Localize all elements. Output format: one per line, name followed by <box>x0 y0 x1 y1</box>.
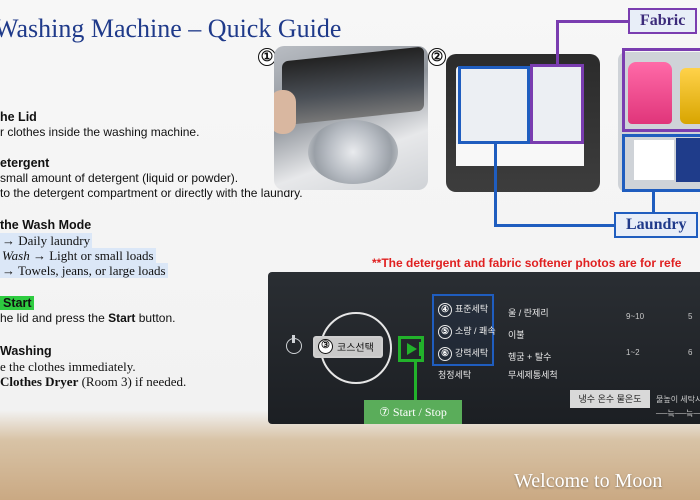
course-number: ③ <box>318 339 333 354</box>
step-start-title: Start <box>0 296 175 311</box>
step-mode-line1: → Daily laundry <box>0 233 93 248</box>
washer-open-lid-photo <box>274 46 428 190</box>
setting-labels: 물높이 세탁시간 헹굼횟수 탈수 <box>656 395 700 404</box>
fabric-softener-label: Fabric <box>628 8 698 34</box>
laundry-connector-horizontal <box>494 224 616 227</box>
step-start-text: he lid and press the Start button. <box>0 311 176 325</box>
blue-box-image <box>676 138 700 182</box>
mode-wool: 울 / 란제리 <box>508 308 549 318</box>
hand-image <box>274 90 296 134</box>
mode-tub-clean: 청정세탁 <box>438 370 472 380</box>
water-level-5: 5 <box>688 312 693 321</box>
white-box-image <box>634 140 674 180</box>
fabric-products-highlight <box>622 48 700 132</box>
reference-note: **The detergent and fabric softener phot… <box>372 256 682 270</box>
step-detergent-line2: to the detergent compartment or directly… <box>0 186 303 200</box>
step-mode-title: the Wash Mode <box>0 218 92 232</box>
water-level-6: 6 <box>688 348 693 357</box>
start-connector <box>414 360 417 400</box>
fabric-compartment-highlight <box>530 64 584 144</box>
step-start: Start he lid and press the Start button. <box>0 296 175 326</box>
lid-image <box>282 46 424 126</box>
fabric-connector-vertical <box>556 20 559 66</box>
step-lid-title: he Lid <box>0 110 37 124</box>
play-icon <box>407 343 417 355</box>
page-title: Washing Machine – Quick Guide <box>0 14 342 43</box>
start-stop-label: ⑦ Start / Stop <box>364 400 462 424</box>
laundry-compartment-highlight <box>458 66 530 144</box>
mode-blanket: 이불 <box>508 330 525 340</box>
fabric-connector-horizontal <box>556 20 630 23</box>
start-stop-highlight <box>398 336 424 362</box>
step-finish-title: Washing <box>0 344 52 358</box>
course-select-button: ③ 코스선택 <box>313 336 383 358</box>
step-lid: he Lid r clothes inside the washing mach… <box>0 110 199 140</box>
laundry-connector-vertical <box>494 144 497 226</box>
laundry-products-highlight <box>622 134 700 192</box>
water-temp-chip: 냉수 온수 물온도 <box>570 390 650 408</box>
yellow-bottle-image <box>680 68 700 124</box>
step-detergent-title: etergent <box>0 156 50 170</box>
water-level-1-2: 1~2 <box>626 348 640 357</box>
drawer-image <box>456 66 584 148</box>
pause-bar-icon <box>419 342 421 356</box>
step-mode-line2: Wash → Light or small loads <box>0 248 156 263</box>
mode-rinse-spin: 헹굼 + 탈수 <box>508 352 552 362</box>
photo-number-2: ② <box>428 48 446 66</box>
step-mode-line3: → Towels, jeans, or large loads <box>0 263 168 278</box>
step-detergent: etergent small amount of detergent (liqu… <box>0 156 303 201</box>
step-finish: Washing e the clothes immediately. Cloth… <box>0 344 186 389</box>
step-mode: the Wash Mode → Daily laundry Wash → Lig… <box>0 218 168 278</box>
laundry-detergent-label: Laundry <box>614 212 699 238</box>
detergent-drawer-photo <box>446 54 600 192</box>
power-icon <box>286 335 302 354</box>
laundry-connector-right <box>652 190 655 214</box>
drawer-front-image <box>456 144 584 166</box>
water-level-9-10: 9~10 <box>626 312 645 321</box>
step-finish-line1: e the clothes immediately. <box>0 359 136 374</box>
mode-detergent-free: 무세제통세척 <box>508 370 558 380</box>
setting-dots: ──늨──늨───늨── <box>656 409 700 418</box>
welcome-banner: Welcome to Moon <box>514 470 663 492</box>
step-detergent-line1: small amount of detergent (liquid or pow… <box>0 171 239 185</box>
pink-bottle-image <box>628 62 672 124</box>
drum-image <box>308 120 398 184</box>
detergent-bottles-photo <box>618 52 700 192</box>
step-finish-line2: Clothes Dryer (Room 3) if needed. <box>0 374 187 389</box>
step-lid-text: r clothes inside the washing machine. <box>0 125 200 139</box>
course-label: 코스선택 <box>337 343 374 354</box>
